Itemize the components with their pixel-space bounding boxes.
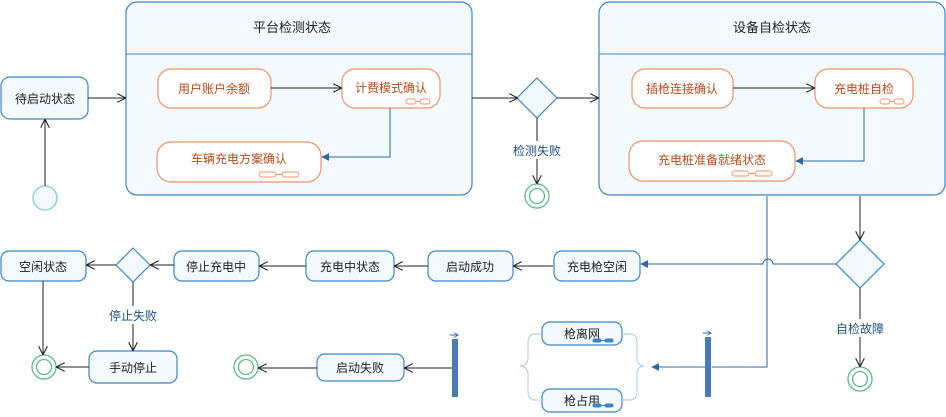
- composite-state-icon: [879, 98, 905, 105]
- plug-confirm-state[interactable]: 插枪连接确认: [631, 68, 734, 109]
- pile-selfcheck-label: 充电桩自检: [834, 81, 894, 96]
- initial-state: [32, 185, 58, 211]
- selfcheck-decision: [835, 239, 885, 289]
- start-success-label: 启动成功: [446, 260, 494, 274]
- composite-state-icon: [592, 338, 614, 343]
- charging-label: 充电中状态: [320, 259, 380, 274]
- gun-idle-label: 充电枪空闲: [567, 259, 627, 274]
- start-failed-state[interactable]: 启动失败: [316, 353, 405, 382]
- start-success-state[interactable]: 启动成功: [427, 250, 514, 282]
- stopping-label: 停止充电中: [186, 259, 246, 274]
- stopping-state[interactable]: 停止充电中: [173, 250, 260, 282]
- billing-confirm-state[interactable]: 计费模式确认: [341, 68, 441, 109]
- start-failed-label: 启动失败: [336, 360, 384, 375]
- choice-brace-right: [622, 333, 645, 401]
- check-failed-guard: 检测失败: [513, 143, 561, 158]
- stop-decision: [115, 247, 151, 283]
- vehicle-plan-confirm-state[interactable]: 车辆充电方案确认: [156, 141, 322, 183]
- manual-stop-state[interactable]: 手动停止: [88, 350, 178, 384]
- fork-bar-left: [450, 335, 458, 397]
- user-balance-state[interactable]: 用户账户余额: [157, 68, 272, 109]
- idle-state[interactable]: 空闲状态: [0, 250, 87, 282]
- choice-brace: [519, 333, 542, 401]
- composite-state-icon: [258, 171, 300, 178]
- gun-occupied-label: 枪占用: [564, 393, 600, 408]
- platform-check-title: 平台检测状态: [253, 21, 331, 36]
- check-decision: [516, 77, 558, 119]
- final-state-idle: [31, 354, 57, 380]
- pile-selfcheck-state[interactable]: 充电桩自检: [814, 68, 914, 109]
- pending-start-label: 待启动状态: [15, 92, 75, 106]
- user-balance-label: 用户账户余额: [178, 81, 250, 96]
- plug-confirm-label: 插枪连接确认: [646, 81, 718, 96]
- gun-occupied-state[interactable]: 枪占用: [541, 388, 623, 413]
- final-state-check-failed: [524, 183, 550, 209]
- composite-state-icon: [731, 170, 773, 177]
- pile-ready-label: 充电桩准备就绪状态: [658, 152, 766, 167]
- charging-state[interactable]: 充电中状态: [305, 250, 395, 282]
- selfcheck-fault-guard: 自检故障: [836, 321, 884, 336]
- fork-bar-right: [703, 333, 711, 397]
- transitions-blue: [321, 108, 865, 371]
- composite-state-icon: [592, 403, 614, 408]
- stop-failed-guard: 停止失败: [109, 308, 157, 323]
- pending-start-state[interactable]: 待启动状态: [0, 76, 89, 120]
- billing-confirm-label: 计费模式确认: [355, 81, 427, 95]
- gun-away-label: 枪离网: [564, 326, 600, 341]
- final-state-start-failed: [233, 354, 259, 380]
- final-state-selfcheck-fault: [847, 366, 873, 392]
- composite-state-icon: [405, 98, 431, 105]
- manual-stop-label: 手动停止: [109, 360, 157, 375]
- pile-ready-state[interactable]: 充电桩准备就绪状态: [628, 140, 796, 182]
- gun-away-state[interactable]: 枪离网: [541, 321, 623, 346]
- idle-label: 空闲状态: [19, 260, 67, 274]
- device-selfcheck-title: 设备自检状态: [733, 20, 811, 36]
- gun-idle-state[interactable]: 充电枪空闲: [553, 250, 641, 282]
- vehicle-plan-confirm-label: 车辆充电方案确认: [191, 151, 287, 166]
